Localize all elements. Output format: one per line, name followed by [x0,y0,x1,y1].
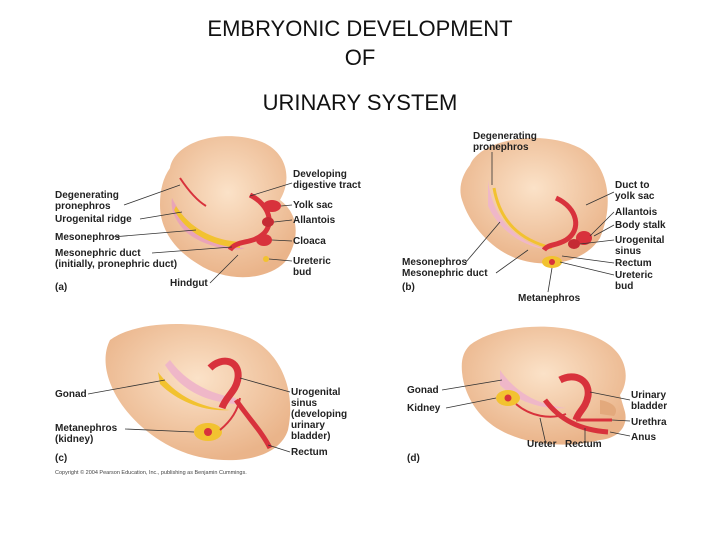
title-line-2: OF [344,45,376,70]
panel-a-label-urogenital-ridge: Urogenital ridge [55,214,132,225]
panel-a-yolk-sac [263,200,281,212]
panel-c-label-rectum: Rectum [291,447,328,458]
panel-b-label-duct-to: Duct to [615,180,649,191]
panel-a-label-initially: (initially, pronephric duct) [55,259,177,270]
panel-c-label-urogenital: Urogenital [291,387,341,398]
panel-b-label-yolk-sac: yolk sac [615,191,655,202]
panel-d-label-rectum: Rectum [565,439,602,450]
panel-b-mesonephros [488,180,548,250]
panel-d-label-bladder: bladder [631,401,667,412]
panel-b: Degenerating pronephros Mesonephros Meso… [402,131,666,304]
panel-a-tag: (a) [55,282,67,293]
panel-a-label-degenerating: Degenerating [55,190,119,201]
panel-d-label-urinary: Urinary [631,390,666,401]
panel-a-label-bud: bud [293,267,311,278]
panel-b-label-bud: bud [615,281,633,292]
panel-c-gonad [158,372,230,411]
panel-a-label-yolk-sac: Yolk sac [293,200,333,211]
panel-a-allantois [262,217,274,227]
panel-b-label-pronephros: pronephros [473,142,529,153]
panel-b-mesonephric-duct [492,187,553,250]
panel-c-label-urinary: urinary [291,420,325,431]
panel-c-bladder [207,357,242,410]
panel-b-label-mesonephros: Mesonephros [402,257,467,268]
panel-a-label-pronephros: pronephros [55,201,111,212]
panel-d-gonad [500,370,566,409]
copyright-notice: Copyright © 2004 Pearson Education, Inc.… [55,469,247,476]
title-line-3: URINARY SYSTEM [262,90,458,115]
panel-c-label-developing: (developing [291,409,347,420]
panel-c-label-gonad: Gonad [55,389,87,400]
panel-b-label-degenerating: Degenerating [473,131,537,142]
panel-c: Gonad Metanephros (kidney) Urogenital si… [55,324,347,464]
panel-a-label-allantois: Allantois [293,215,336,226]
panel-a-cloaca [256,234,272,246]
panel-c-metanephros-core [204,428,212,436]
panel-c-rectum [233,398,273,450]
title-line-1: EMBRYONIC DEVELOPMENT [207,16,513,41]
panel-b-allantois [576,231,592,245]
panel-a-pronephros [179,177,207,207]
panel-c-label-metanephros: Metanephros [55,423,118,434]
panel-b-label-mesonephric-duct: Mesonephric duct [402,268,488,279]
panel-a-ureteric-bud [263,256,269,262]
panel-d-ureter [515,403,567,418]
panel-b-label-urogenital: Urogenital [615,235,665,246]
panel-a-label-mesonephric-duct: Mesonephric duct [55,248,141,259]
panel-c-label-sinus: sinus [291,398,318,409]
panel-b-label-sinus: sinus [615,246,642,257]
panel-b-leader-lines [465,152,615,293]
panel-b-tag: (b) [402,282,415,293]
panel-b-label-ureteric: Ureteric [615,270,653,281]
panel-a-leader-lines [111,182,293,284]
panel-d-label-urethra: Urethra [631,417,667,428]
panel-c-ureter [219,397,241,431]
panel-b-urogenital-sinus [568,239,580,249]
panel-d-rectum [543,398,609,435]
panel-d-embryo-body [461,326,626,445]
panel-d-label-ureter: Ureter [527,439,557,450]
panel-d-leader-lines [441,379,631,441]
panel-c-label-bladder: bladder) [291,431,330,442]
panel-a-label-ureteric: Ureteric [293,256,331,267]
panel-d-label-anus: Anus [631,432,656,443]
panel-d-bladder [558,373,592,422]
panel-b-label-body-stalk: Body stalk [615,220,666,231]
panel-a-label-mesonephros: Mesonephros [55,232,120,243]
panel-b-gut [541,195,579,252]
panel-a-label-developing: Developing [293,169,347,180]
panel-c-tag: (c) [55,453,67,464]
panel-a-label-digestive-tract: digestive tract [293,180,361,191]
panel-c-label-kidney: (kidney) [55,434,93,445]
panel-d: Gonad Kidney Urinary bladder Urethra Anu… [407,326,667,464]
panel-b-metanephros-core [549,259,555,265]
panel-b-label-rectum: Rectum [615,258,652,269]
panel-b-label-metanephros: Metanephros [518,293,581,304]
panel-d-kidney-core [504,394,512,402]
panel-a-label-hindgut: Hindgut [170,278,208,289]
panel-d-genital-tubercle [600,400,617,416]
panel-b-label-allantois: Allantois [615,207,658,218]
panel-a: Degenerating pronephros Urogenital ridge… [55,136,361,293]
panel-d-label-gonad: Gonad [407,385,439,396]
panel-c-leader-lines [87,377,291,453]
panel-d-label-kidney: Kidney [407,403,441,414]
panel-a-label-cloaca: Cloaca [293,236,326,247]
panel-d-tag: (d) [407,453,420,464]
